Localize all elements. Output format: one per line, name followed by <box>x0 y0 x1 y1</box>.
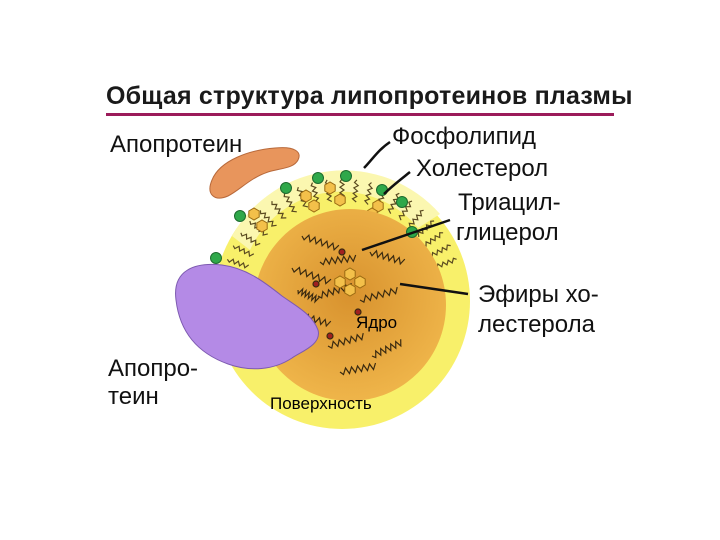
fatty-acid-chain <box>319 254 357 266</box>
fatty-acid-chain <box>327 332 364 350</box>
label-apoprotein-left-2: теин <box>108 383 159 410</box>
phospholipid-tail <box>271 201 287 219</box>
cholesterol-molecules <box>248 181 384 233</box>
leader-phospholipid <box>363 140 391 169</box>
cholesterol-ring <box>248 207 260 221</box>
fatty-acid-chain <box>371 339 402 359</box>
glycerol-dot <box>326 332 334 340</box>
glycerol-dot <box>312 280 320 288</box>
cholesterol-ring <box>308 199 320 213</box>
phospholipid-tail <box>351 179 360 203</box>
phospholipid-tail <box>398 200 413 221</box>
fatty-acid-chain <box>301 233 340 252</box>
label-cholesterol-esters-1: Эфиры хо- <box>478 281 599 308</box>
apoprotein-left-shape <box>175 263 319 370</box>
label-cholesterol: Холестерол <box>416 155 549 182</box>
phospholipid-tail <box>408 209 424 229</box>
phospholipid-head <box>234 210 246 222</box>
core <box>254 209 446 401</box>
phospholipid-tail <box>425 232 444 247</box>
phospholipid-tail <box>387 192 400 214</box>
phospholipid-tail <box>240 232 261 247</box>
cholesterol-ester-ring <box>344 267 356 281</box>
cholesterol-ring <box>256 219 268 233</box>
label-triacylglycerol-1: Триацил- <box>458 189 561 216</box>
cholesterol-ester-molecules <box>334 267 366 297</box>
cholesterol-ester-ring <box>354 275 366 289</box>
leader-triacylglycerol <box>361 218 451 252</box>
phospholipid-tail <box>226 258 250 269</box>
title-underline <box>106 113 614 116</box>
phospholipid-tail <box>417 220 435 237</box>
phospholipid-tails <box>226 178 457 269</box>
label-cholesterol-esters-2: лестерола <box>478 311 595 338</box>
phospholipid-tail <box>310 182 320 205</box>
cholesterol-ring <box>300 189 312 203</box>
cholesterol-ring <box>324 181 336 195</box>
surface-label: Поверхность <box>270 394 372 413</box>
fatty-acid-chain <box>369 249 406 266</box>
fatty-acid-chain <box>359 286 398 303</box>
phospholipid-head <box>210 252 222 264</box>
leader-cholesterol-esters <box>399 282 469 296</box>
phospholipid-tail <box>436 257 457 269</box>
leader-cholesterol <box>383 171 411 195</box>
cholesterol-ring <box>372 199 384 213</box>
glycerol-dot <box>354 308 362 316</box>
phospholipid-tail <box>363 182 374 205</box>
phospholipid-tail <box>283 193 297 213</box>
cholesterol-ester-ring <box>334 275 346 289</box>
triacylglycerol-molecules <box>291 233 406 376</box>
phospholipid-tail <box>232 245 255 258</box>
phospholipid-tail <box>259 210 277 227</box>
glycerol-dot <box>338 248 346 256</box>
cholesterol-ester-ring <box>344 283 356 297</box>
apoprotein-top-shape <box>209 147 300 199</box>
fatty-acid-chain <box>297 287 320 304</box>
label-phospholipid: Фосфолипид <box>392 123 536 150</box>
fatty-acid-chain <box>291 266 332 285</box>
fatty-acid-chain <box>339 362 377 376</box>
phospholipid-head <box>396 196 408 208</box>
phospholipid-tail <box>431 244 451 258</box>
slide-title: Общая структура липопротеинов плазмы <box>106 82 633 110</box>
core-label: Ядро <box>356 313 397 332</box>
label-apoprotein-top: Апопротеин <box>110 131 243 158</box>
leader-lines <box>361 140 469 296</box>
label-triacylglycerol-2: глицерол <box>456 219 559 246</box>
phospholipid-head <box>280 182 292 194</box>
cholesterol-ring <box>334 193 346 207</box>
phospholipid-head <box>312 172 324 184</box>
label-apoprotein-left-1: Апопро- <box>108 355 199 382</box>
phospholipid-head <box>340 170 352 182</box>
